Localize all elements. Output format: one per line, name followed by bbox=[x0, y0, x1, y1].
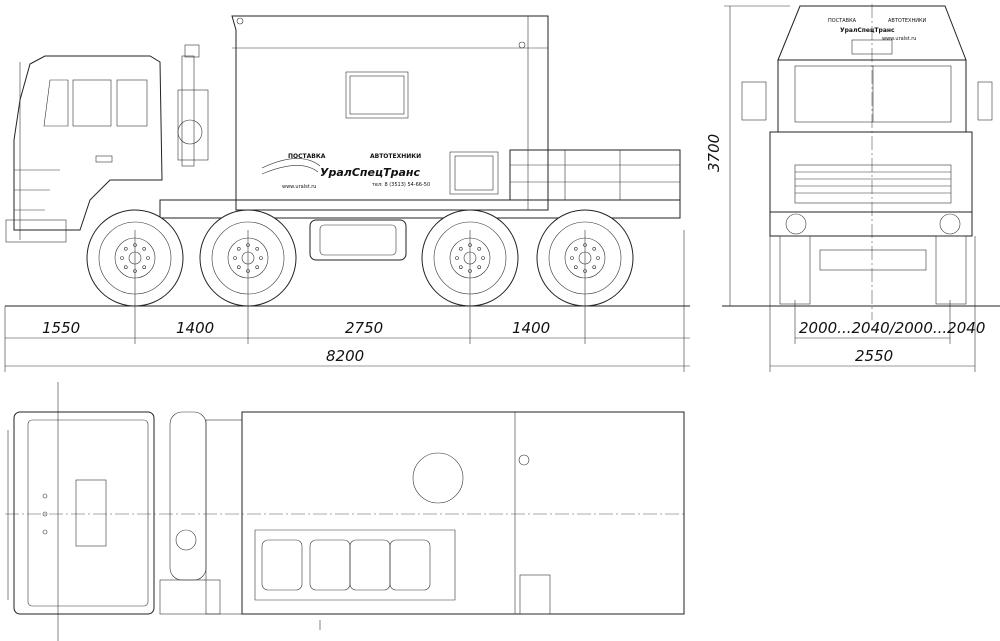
seat bbox=[261, 539, 303, 591]
body-signage: ПОСТАВКА АВТОТЕХНИКИ УралСпецТранс www.u… bbox=[261, 153, 430, 190]
dim-front-overhang: 1550 bbox=[42, 319, 80, 337]
seats-group bbox=[254, 529, 456, 601]
fv-signage-line2: АВТОТЕХНИКИ bbox=[888, 18, 927, 24]
fuel-tank bbox=[309, 219, 407, 261]
wheel-left-fv bbox=[779, 235, 811, 305]
side-wheels bbox=[86, 209, 634, 307]
box-body bbox=[231, 15, 549, 211]
cab bbox=[5, 55, 163, 243]
seat bbox=[389, 539, 431, 591]
headlight-right bbox=[939, 213, 961, 235]
exhaust-stack bbox=[177, 44, 209, 167]
signage-brand: УралСпецТранс bbox=[320, 166, 421, 179]
seat bbox=[309, 539, 351, 591]
roof-vent bbox=[412, 452, 464, 504]
service-hatch bbox=[449, 151, 499, 195]
side-dimensions: 1550 1400 2750 1400 8200 bbox=[4, 230, 690, 372]
fv-signage-brand: УралСпецТранс bbox=[840, 27, 895, 34]
windshield bbox=[43, 79, 69, 127]
chassis-frame bbox=[159, 199, 681, 219]
fv-signage-website: www.uralst.ru bbox=[882, 36, 916, 42]
top-view bbox=[5, 382, 685, 641]
headlight-left bbox=[785, 213, 807, 235]
body-window bbox=[345, 71, 409, 119]
radiator-grille bbox=[794, 164, 952, 204]
dim-wheelbase-1: 1400 bbox=[176, 319, 214, 337]
front-view: ПОСТАВКА АВТОТЕХНИКИ УралСпецТранс www.u… bbox=[705, 4, 1000, 372]
fv-signage-line1: ПОСТАВКА bbox=[828, 18, 857, 24]
left-mirror bbox=[741, 81, 767, 121]
signage-website: www.uralst.ru bbox=[282, 184, 316, 190]
rear-platform bbox=[509, 149, 681, 201]
signage-line2: АВТОТЕХНИКИ bbox=[370, 153, 421, 160]
engine-compartment bbox=[159, 411, 243, 615]
dim-overall-length: 8200 bbox=[326, 347, 364, 365]
signage-line1: ПОСТАВКА bbox=[288, 153, 326, 160]
seat bbox=[349, 539, 391, 591]
front-bumper-fv bbox=[769, 211, 973, 237]
dim-width: 2550 bbox=[855, 347, 893, 365]
dim-wheelbase-2: 2750 bbox=[345, 319, 383, 337]
wheel-right-fv bbox=[935, 235, 967, 305]
dim-height: 3700 bbox=[705, 134, 723, 172]
roof-hatch bbox=[75, 479, 107, 547]
door-handle bbox=[95, 155, 113, 163]
cab-window-front bbox=[72, 79, 112, 127]
front-bumper bbox=[5, 219, 67, 243]
dim-wheelbase-3: 1400 bbox=[512, 319, 550, 337]
right-mirror bbox=[977, 81, 993, 121]
cab-window-rear bbox=[116, 79, 148, 127]
side-view: ПОСТАВКА АВТОТЕХНИКИ УралСпецТранс www.u… bbox=[4, 15, 690, 372]
cab-top bbox=[13, 411, 155, 615]
body-top bbox=[241, 411, 685, 615]
signage-phone: тел: 8 (3513) 54-66-50 bbox=[372, 182, 430, 188]
dim-track: 2000...2040/2000...2040 bbox=[799, 319, 985, 337]
